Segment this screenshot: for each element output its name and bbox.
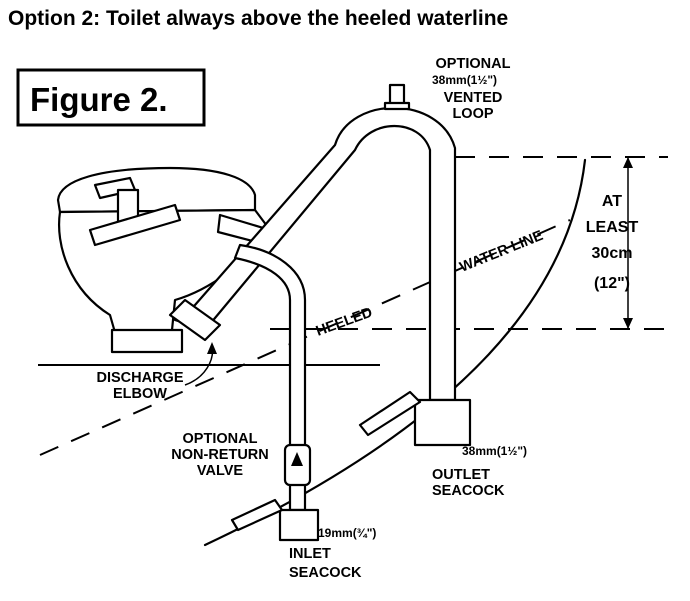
- dimension-arrow-bottom: [623, 318, 633, 329]
- outlet-seacock: [358, 390, 472, 447]
- heeled-label: HEELED: [314, 305, 375, 340]
- at-least-label-1: AT: [602, 193, 622, 210]
- figure-label-box: [16, 68, 206, 127]
- outlet-label-1: OUTLET: [432, 467, 490, 483]
- discharge-hose: [173, 106, 457, 402]
- water-line-label: WATER LINE: [458, 228, 546, 276]
- inlet-label-2: SEACOCK: [289, 565, 362, 581]
- at-least-value: 30cm: [592, 245, 633, 262]
- vented-loop-size: 38mm(1½"): [432, 73, 497, 87]
- inlet-label-1: INLET: [289, 546, 331, 562]
- outlet-size: 38mm(1½"): [462, 444, 527, 458]
- discharge-label-1: DISCHARGE: [96, 370, 183, 386]
- vented-loop-label-2: VENTED: [444, 90, 503, 106]
- valve-label-2: NON-RETURN: [171, 447, 268, 463]
- valve-label-1: OPTIONAL: [183, 431, 258, 447]
- dimension-arrow-top: [623, 157, 633, 168]
- discharge-label-2: ELBOW: [113, 386, 167, 402]
- page-title: Option 2: Toilet always above the heeled…: [8, 7, 508, 30]
- inlet-seacock-body: [278, 508, 320, 542]
- toilet-base: [110, 328, 184, 354]
- valve-label-3: VALVE: [197, 463, 244, 479]
- vented-loop-label-3: LOOP: [452, 106, 493, 122]
- valve-arrow-icon: [291, 452, 303, 466]
- toilet-lid: [56, 166, 257, 214]
- vented-loop-base: [383, 101, 411, 111]
- discharge-leader-arrow: [207, 342, 217, 354]
- inlet-size: 19mm(¾"): [318, 526, 376, 540]
- outlet-seacock-handle: [358, 390, 422, 437]
- hull-outline: [203, 158, 587, 547]
- outlet-seacock-body: [413, 398, 472, 447]
- figure-label: Figure 2.: [30, 81, 168, 118]
- vented-loop-label-1: OPTIONAL: [436, 56, 511, 72]
- discharge-elbow: [168, 298, 222, 342]
- inlet-seacock-handle: [230, 498, 284, 532]
- at-least-imperial: (12"): [594, 275, 630, 292]
- at-least-label-2: LEAST: [586, 219, 639, 236]
- inlet-seacock: [230, 498, 320, 542]
- pump-lever: [88, 203, 182, 247]
- outlet-label-2: SEACOCK: [432, 483, 505, 499]
